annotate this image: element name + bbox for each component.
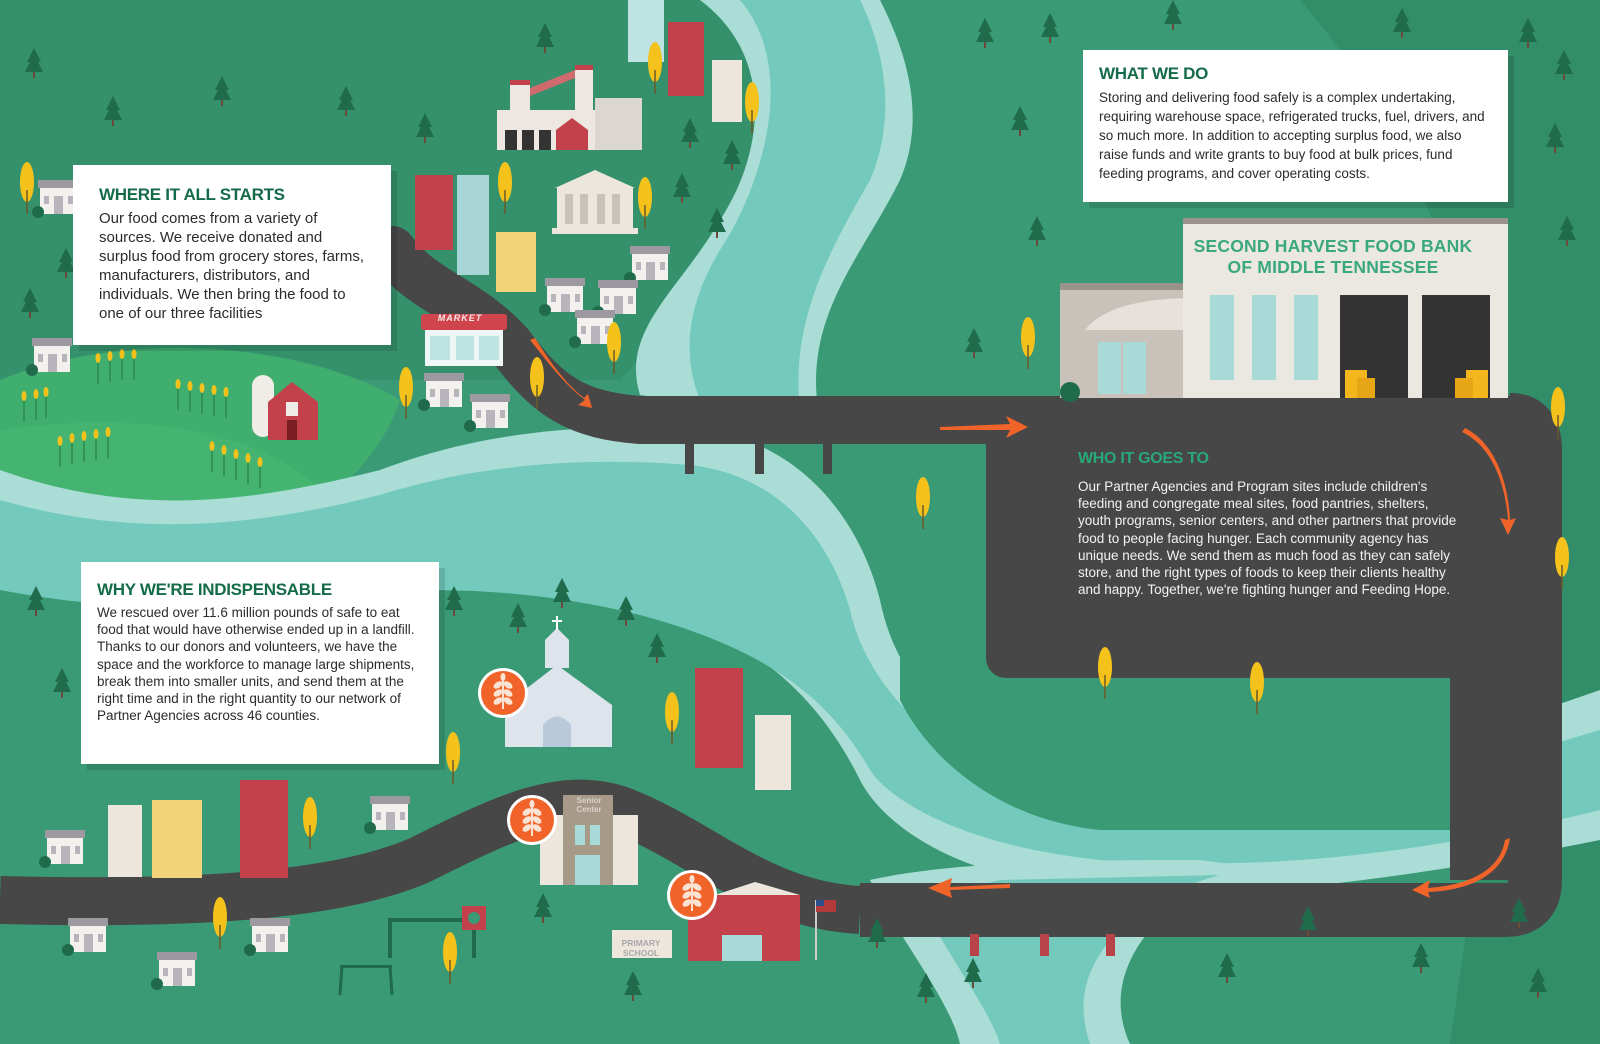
why-were-indispensable-card: WHY WE'RE INDISPENSABLE We rescued over … (81, 562, 439, 764)
market-building (421, 314, 507, 366)
where-it-all-starts-body: Our food comes from a variety of sources… (99, 210, 365, 322)
food-bank-name: SECOND HARVEST FOOD BANK OF MIDDLE TENNE… (1183, 236, 1483, 278)
primary-school-sign: PRIMARY SCHOOL (610, 938, 672, 958)
wheat-icon (506, 794, 558, 846)
playground (338, 906, 486, 996)
factory (497, 65, 642, 150)
where-it-all-starts-title: WHERE IT ALL STARTS (99, 185, 285, 204)
church (505, 616, 612, 747)
why-were-indispensable-body: We rescued over 11.6 million pounds of s… (97, 605, 415, 724)
food-bank-name-line2: OF MIDDLE TENNESSEE (1227, 257, 1439, 277)
who-it-goes-to-section: WHO IT GOES TO Our Partner Agencies and … (1078, 450, 1458, 598)
who-it-goes-to-title: WHO IT GOES TO (1078, 450, 1209, 467)
senior-center-sign-line1: Senior (576, 796, 602, 805)
arrow-icon (530, 338, 1516, 898)
what-we-do-body: Storing and delivering food safely is a … (1099, 90, 1485, 181)
food-bank-name-line1: SECOND HARVEST FOOD BANK (1193, 236, 1473, 256)
senior-center-sign: Senior Center (568, 796, 610, 814)
why-were-indispensable-title: WHY WE'RE INDISPENSABLE (97, 580, 332, 599)
senior-center-sign-line2: Center (576, 805, 602, 814)
what-we-do-card: WHAT WE DO Storing and delivering food s… (1083, 50, 1508, 202)
primary-school-sign-line2: SCHOOL (622, 948, 660, 958)
senior-center (540, 795, 638, 885)
food-bank-building (1060, 218, 1508, 402)
wheat-icon (666, 869, 718, 921)
market-sign: MARKET (437, 313, 483, 323)
what-we-do-title: WHAT WE DO (1099, 64, 1209, 83)
who-it-goes-to-body: Our Partner Agencies and Program sites i… (1078, 479, 1457, 598)
primary-school-sign-line1: PRIMARY (621, 938, 661, 948)
where-it-all-starts-card: WHERE IT ALL STARTS Our food comes from … (73, 165, 391, 345)
courthouse (552, 170, 638, 234)
wheat-icon (477, 667, 529, 719)
